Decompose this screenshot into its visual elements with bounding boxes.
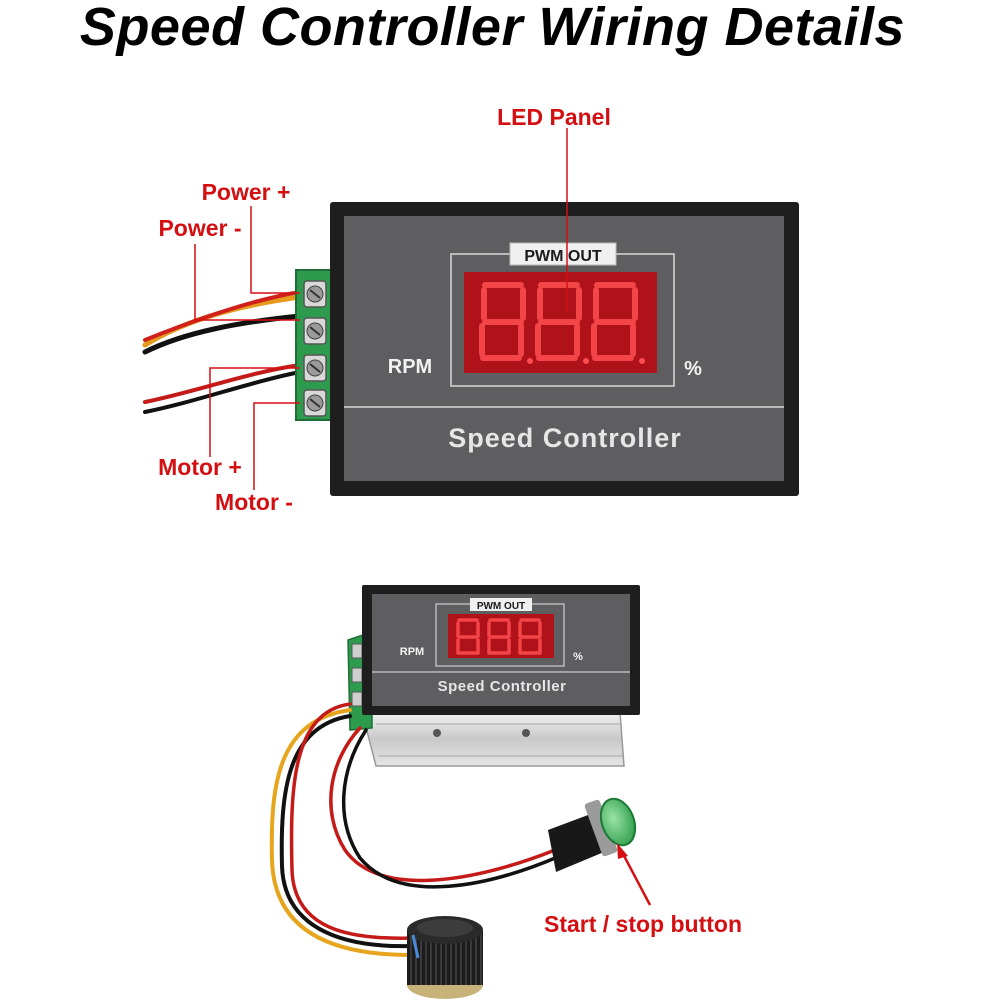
small-pwm-out-label: PWM OUT bbox=[477, 601, 525, 612]
motor-minus-label: Motor - bbox=[215, 489, 293, 515]
rpm-label: RPM bbox=[388, 356, 432, 378]
power-plus-label: Power + bbox=[202, 179, 291, 205]
top-wires bbox=[142, 290, 303, 414]
start-stop-button bbox=[548, 797, 637, 872]
pwm-out-label: PWM OUT bbox=[524, 248, 602, 265]
speed-knob bbox=[407, 916, 483, 999]
small-percent-label: % bbox=[573, 651, 583, 663]
bottom-wires bbox=[269, 702, 562, 957]
motor-plus-label: Motor + bbox=[158, 454, 242, 480]
power-minus-label: Power - bbox=[158, 215, 241, 241]
small-rpm-label: RPM bbox=[400, 646, 424, 658]
bottom-controller: PWM OUT RPM % Speed Controller bbox=[269, 585, 742, 999]
page-title: Speed Controller Wiring Details bbox=[79, 0, 906, 57]
led-digits bbox=[479, 282, 638, 361]
start-stop-callout-arrow bbox=[617, 843, 652, 906]
small-speed-controller-label: Speed Controller bbox=[438, 678, 567, 695]
top-controller: PWM OUT RPM % Speed Controller LED Panel… bbox=[142, 104, 799, 515]
start-stop-label: Start / stop button bbox=[544, 911, 742, 937]
led-panel-label: LED Panel bbox=[497, 104, 611, 130]
speed-controller-label: Speed Controller bbox=[448, 423, 682, 453]
callout-lines bbox=[194, 128, 568, 490]
percent-label: % bbox=[684, 358, 702, 380]
